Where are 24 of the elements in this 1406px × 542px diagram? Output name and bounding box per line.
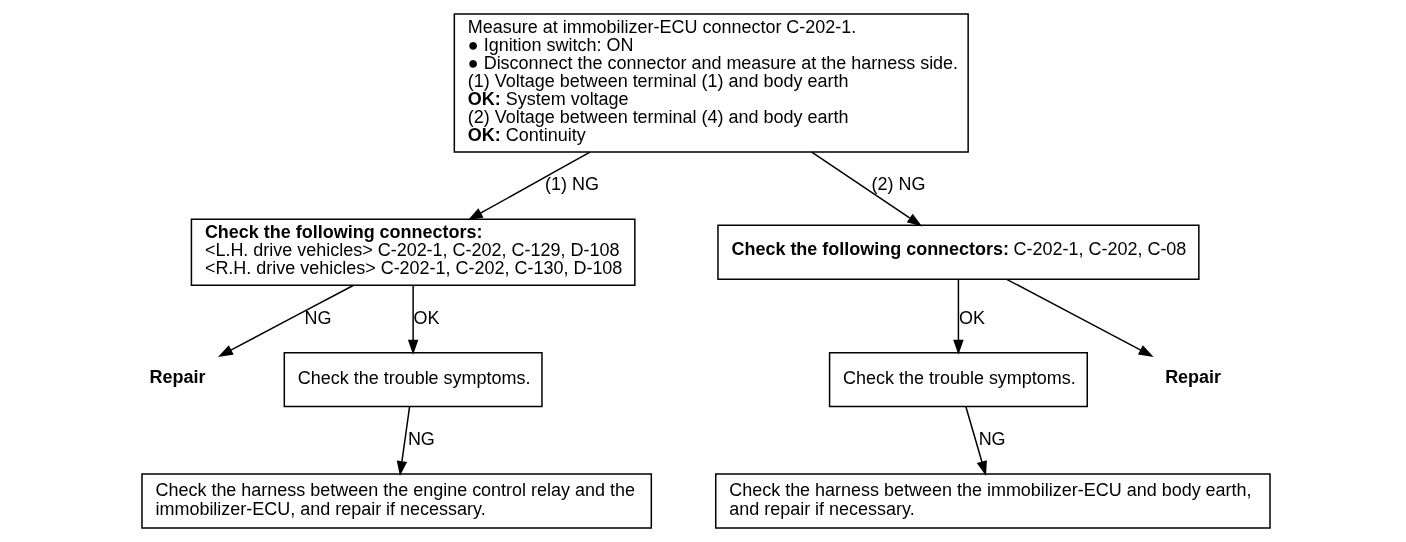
edge-label: OK (958, 307, 985, 328)
node-text: Repair (149, 366, 206, 387)
edge-label: (2) NG (871, 174, 926, 195)
edge-label: NG (304, 307, 332, 328)
node-box: Check the following connectors: <L.H. drive vehicles> C-202-1, C-202, C-129, D-108 <R.H. drive vehicles> C-202-1, C-202, C-130, D-108 (190, 218, 636, 286)
arrow (965, 406, 987, 476)
node-box: Check the harness between the engine control relay and the immobilizer-ECU, and repair if necessary. (141, 473, 653, 529)
edge-label: OK (413, 307, 440, 328)
node-box: Check the trouble symptoms. (283, 351, 543, 408)
arrow (407, 285, 419, 355)
arrow (218, 284, 354, 357)
edge-label: NG (978, 428, 1006, 449)
edge-label: NG (407, 428, 435, 449)
edge-label: (1) NG (544, 174, 599, 195)
node-box: Measure at immobilizer-ECU connector C-202-1. ● Ignition switch: ON ● Disconnect the connector and measure at the harness side. (1) Voltage between terminal (1) and body earth OK: System voltage (2) Voltage between terminal (4) and body earth OK: Continuity (453, 13, 969, 153)
arrow (396, 406, 411, 477)
arrow (467, 151, 591, 221)
node-box: Check the trouble symptoms. (828, 351, 1088, 408)
node-text: Repair (1165, 366, 1222, 387)
node-box: Check the following connectors: C-202-1, C-202, C-08 (717, 224, 1200, 280)
arrow (811, 151, 923, 227)
arrow (1006, 278, 1154, 357)
arrow (953, 278, 964, 355)
node-box: Check the harness between the immobilizer-ECU and body earth, and repair if necessary. (715, 473, 1271, 529)
